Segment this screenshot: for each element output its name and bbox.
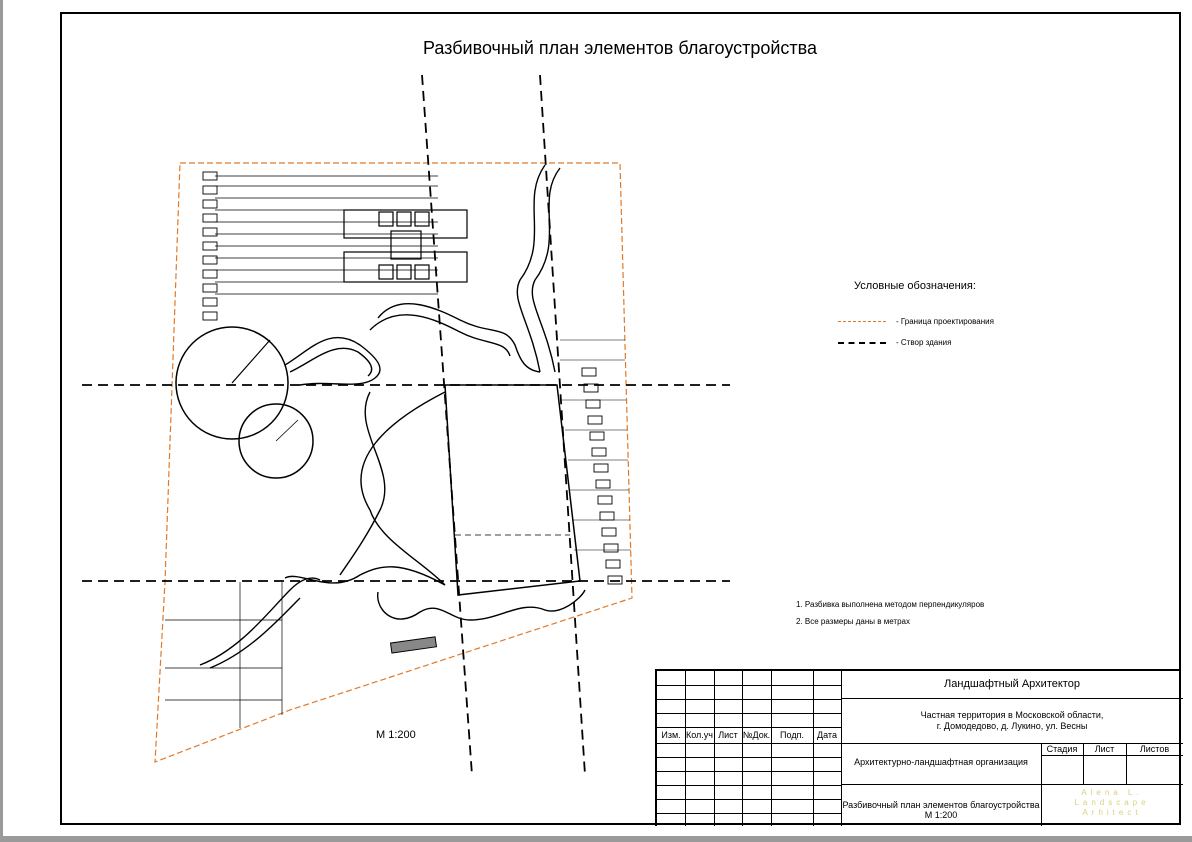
building-outline bbox=[444, 384, 581, 596]
stage-col-listov: Листов bbox=[1139, 744, 1170, 754]
stepping-stones-right bbox=[581, 367, 623, 585]
hatched-bench bbox=[389, 636, 438, 654]
top-dimension-lines bbox=[215, 175, 438, 295]
bottom-left-partitions bbox=[165, 582, 283, 728]
plan-scale: М 1:200 bbox=[376, 729, 416, 741]
title-block: Изм. Кол.уч Лист №Док. Подп. Дата Ландша… bbox=[655, 669, 1183, 826]
drawing-scale: М 1:200 bbox=[924, 810, 958, 820]
curved-paths bbox=[199, 164, 586, 669]
stage-col-stadia: Стадия bbox=[1046, 744, 1078, 754]
project-line-2: г. Домодедово, д. Лукино, ул. Весны bbox=[936, 721, 1088, 731]
viewer-left-edge bbox=[0, 0, 3, 842]
col-ndok: №Док. bbox=[742, 730, 771, 740]
col-izm: Изм. bbox=[661, 730, 681, 740]
note-2: 2. Все размеры даны в метрах bbox=[796, 617, 910, 626]
legend-label: - Граница проектирования bbox=[896, 317, 994, 326]
col-podp: Подп. bbox=[780, 730, 804, 740]
project-line-1: Частная территория в Московской области, bbox=[920, 710, 1104, 720]
col-list: Лист bbox=[718, 730, 738, 740]
watermark-logo: Alena L. Landscape Arhitect bbox=[1074, 788, 1150, 817]
legend-label: - Створ здания bbox=[896, 338, 952, 347]
viewer-bottom-edge bbox=[0, 836, 1192, 842]
raised-beds bbox=[343, 209, 468, 283]
orange-dash-swatch bbox=[838, 321, 886, 322]
stage-col-list: Лист bbox=[1094, 744, 1115, 754]
col-koluch: Кол.уч bbox=[686, 730, 713, 740]
drawing-frame bbox=[60, 12, 1181, 825]
right-dimension-lines bbox=[560, 339, 631, 551]
project-boundary bbox=[154, 162, 633, 763]
alignment-line-diagonal-right bbox=[539, 74, 586, 776]
sheet-title: Разбивочный план элементов благоустройст… bbox=[422, 38, 818, 58]
small-circle bbox=[238, 403, 314, 479]
stepping-stones-left bbox=[202, 171, 218, 321]
legend-item-boundary: - Граница проектирования bbox=[838, 317, 994, 326]
alignment-line-diagonal-left bbox=[421, 74, 473, 776]
legend-title: Условные обозначения: bbox=[854, 280, 976, 292]
large-circle bbox=[175, 326, 289, 440]
designer-name: Ландшафтный Архитектор bbox=[944, 678, 1080, 690]
legend-item-alignment: - Створ здания bbox=[838, 338, 951, 347]
black-dash-swatch bbox=[838, 341, 886, 344]
note-1: 1. Разбивка выполнена методом перпендику… bbox=[796, 600, 985, 609]
drawing-title: Разбивочный план элементов благоустройст… bbox=[842, 800, 1040, 810]
organization: Архитектурно-ландшафтная организация bbox=[854, 757, 1028, 767]
col-data: Дата bbox=[817, 730, 837, 740]
